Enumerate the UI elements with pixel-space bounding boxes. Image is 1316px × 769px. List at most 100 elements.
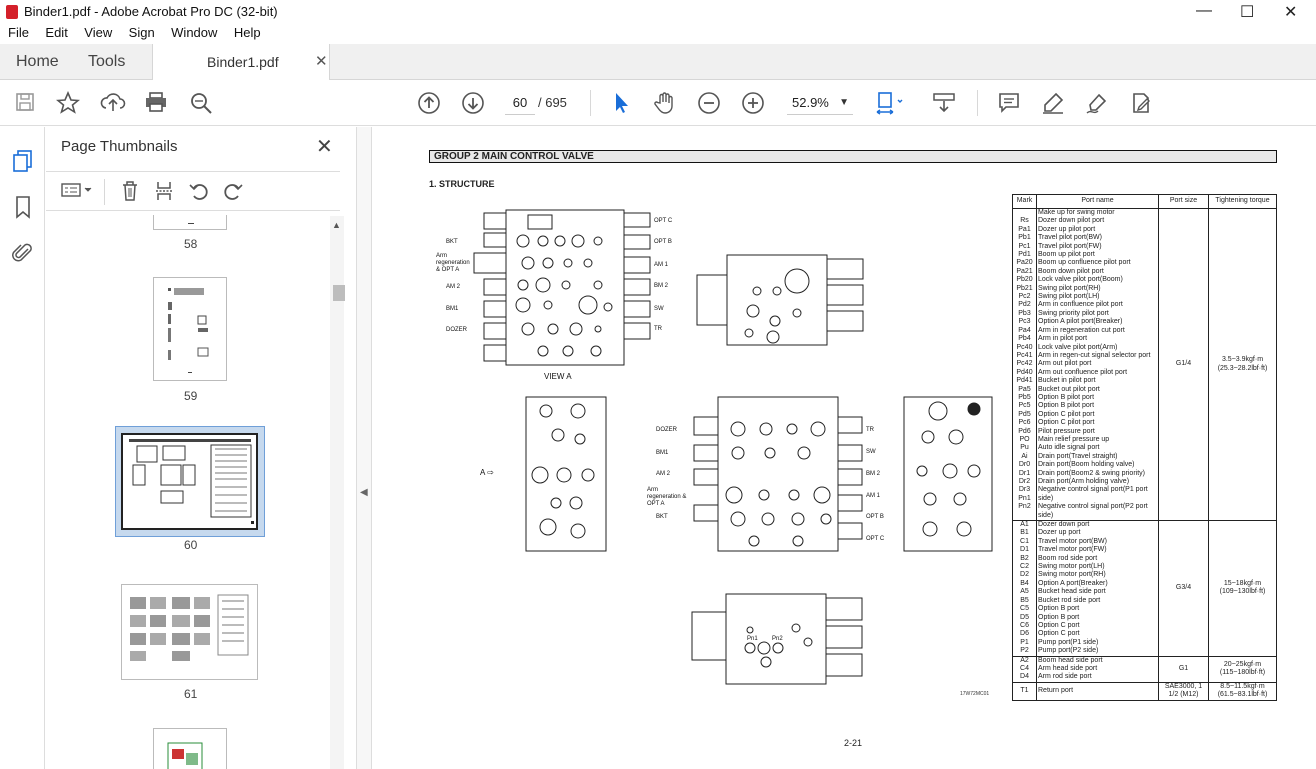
page-number-input[interactable]: 60 [505, 91, 535, 115]
minimize-button[interactable]: — [1196, 2, 1212, 19]
port-name-value: Swing motor port(RH) [1038, 571, 1106, 579]
valve-bottom-view-drawing [691, 593, 863, 685]
port-name-value: Boom head side port [1038, 656, 1103, 664]
attachments-icon[interactable] [11, 241, 35, 265]
label-arm-regeneration: Arm regeneration & OPT A [436, 253, 470, 273]
zoom-search-icon[interactable] [188, 91, 214, 115]
tab-tools[interactable]: Tools [88, 53, 126, 70]
valve-side-view-drawing [696, 254, 864, 346]
mark-value: Pa5 [1018, 385, 1031, 393]
mark-value: C6 [1020, 621, 1029, 629]
mark-value: Pa1 [1018, 225, 1031, 233]
port-name-value: Drain port(Boom holding valve) [1038, 461, 1135, 469]
panel-close-icon[interactable]: ✕ [316, 136, 333, 158]
save-icon[interactable] [12, 91, 38, 115]
scrolling-mode-icon[interactable] [931, 91, 957, 115]
mark-value: D5 [1020, 613, 1029, 621]
port-name-value: Arm in confluence pilot port [1038, 301, 1123, 309]
mark-value: Pb5 [1018, 393, 1031, 401]
mark-value: PO [1019, 435, 1030, 443]
rotate-left-icon[interactable] [188, 180, 210, 207]
port-name-value: Main relief pressure up [1038, 435, 1110, 443]
port-name-value: Arm rod side port [1038, 673, 1092, 681]
highlight-pen-icon[interactable] [1040, 91, 1066, 115]
port-name-value: Pump port(P2 side) [1038, 647, 1099, 655]
tab-document[interactable]: Binder1.pdf ✕ [152, 44, 330, 81]
zoom-in-icon[interactable] [740, 91, 766, 115]
zoom-level-value: 52.9% [792, 95, 829, 110]
mark-value: A5 [1020, 588, 1029, 596]
previous-page-icon[interactable] [416, 91, 442, 115]
mark-value: A1 [1020, 521, 1029, 529]
page-thumbnail[interactable] [121, 584, 258, 680]
port-name-value: Swing priority pilot port [1038, 309, 1109, 317]
col-torque: Tightening torque [1208, 194, 1277, 209]
port-name-value: Swing motor port(LH) [1038, 563, 1105, 571]
torque-value: (61.5~83.1lbf·ft) [1217, 691, 1268, 699]
port-name-value: Drain port(Boom2 & swing priority) [1038, 469, 1145, 477]
menu-edit[interactable]: Edit [45, 25, 68, 40]
bookmark-star-icon[interactable] [55, 90, 81, 115]
scroll-up-chevron-icon[interactable]: ▲ [332, 220, 341, 230]
extract-pages-icon[interactable] [154, 180, 174, 207]
label-opt-c: OPT C [654, 218, 673, 224]
mark-value: P2 [1020, 647, 1029, 655]
mark-value: Dr3 [1018, 486, 1031, 494]
upload-cloud-icon[interactable] [100, 91, 126, 115]
port-name-value: Bucket head side port [1038, 588, 1106, 596]
mark-value: Pb21 [1016, 284, 1033, 292]
menu-sign[interactable]: Sign [128, 25, 155, 40]
mark-value: Pc40 [1016, 343, 1033, 351]
print-icon[interactable] [143, 91, 169, 115]
torque-value: 8.5~11.5kgf·m [1220, 682, 1265, 690]
select-cursor-icon[interactable] [608, 91, 634, 115]
maximize-button[interactable]: ☐ [1240, 4, 1255, 21]
mark-value: Pd6 [1018, 427, 1031, 435]
page-thumbnail[interactable] [153, 215, 227, 230]
thumbnail-scrollbar-thumb[interactable] [333, 285, 345, 301]
group-header: GROUP 2 MAIN CONTROL VALVE [429, 150, 1277, 163]
panel-collapse-handle[interactable]: ◀ [356, 127, 372, 769]
page-thumbnails-icon[interactable] [11, 149, 35, 173]
tab-home[interactable]: Home [16, 53, 59, 70]
hand-tool-icon[interactable] [652, 91, 678, 115]
label-bm2-mid: BM 2 [866, 471, 881, 477]
menu-help[interactable]: Help [233, 25, 261, 40]
port-name-value: Travel motor port(FW) [1038, 546, 1107, 554]
page-thumbnail[interactable] [153, 277, 227, 381]
fit-page-icon[interactable] [874, 91, 903, 115]
mark-value: D2 [1020, 571, 1029, 579]
tab-close-icon[interactable]: ✕ [315, 53, 328, 70]
close-window-button[interactable]: ✕ [1284, 4, 1298, 21]
menu-view[interactable]: View [84, 25, 113, 40]
next-page-icon[interactable] [460, 91, 486, 115]
port-name-value: Arm in regeneration cut port [1038, 326, 1125, 334]
torque-cell: 3.5~3.9kgf·m(25.3~28.2lbf·ft) [1208, 207, 1277, 522]
mark-value: B1 [1020, 529, 1029, 537]
torque-value: (109~130lbf·ft) [1219, 588, 1266, 596]
comment-icon[interactable] [996, 91, 1022, 115]
port-name-value: Bucket out pilot port [1038, 385, 1100, 393]
mark-value: Pa20 [1016, 259, 1033, 267]
valve-left-view-drawing [525, 396, 607, 552]
menu-file[interactable]: File [8, 25, 29, 40]
mark-value: Dr0 [1018, 461, 1031, 469]
delete-page-icon[interactable] [120, 180, 140, 207]
sign-pen-icon[interactable] [1084, 91, 1110, 115]
rotate-right-icon[interactable] [222, 180, 244, 207]
mark-value: Dr2 [1018, 478, 1031, 485]
thumbnail-scrollbar-track[interactable]: ▲ [330, 216, 344, 769]
thumbnail-options-icon[interactable] [60, 180, 94, 205]
menu-window[interactable]: Window [171, 25, 218, 40]
zoom-out-icon[interactable] [696, 91, 722, 115]
page-thumbnail-selected[interactable] [121, 433, 258, 530]
bookmarks-icon[interactable] [11, 195, 35, 219]
mark-value: Pn2 [1018, 503, 1031, 511]
port-name-value: Dozer up pilot port [1038, 225, 1096, 233]
page-thumbnail[interactable] [153, 728, 227, 769]
mark-value: Pb4 [1018, 335, 1031, 343]
edit-pdf-icon[interactable] [1128, 91, 1154, 115]
label-tr-mid: TR [866, 427, 874, 433]
zoom-level-select[interactable]: 52.9% ▼ [787, 91, 853, 115]
